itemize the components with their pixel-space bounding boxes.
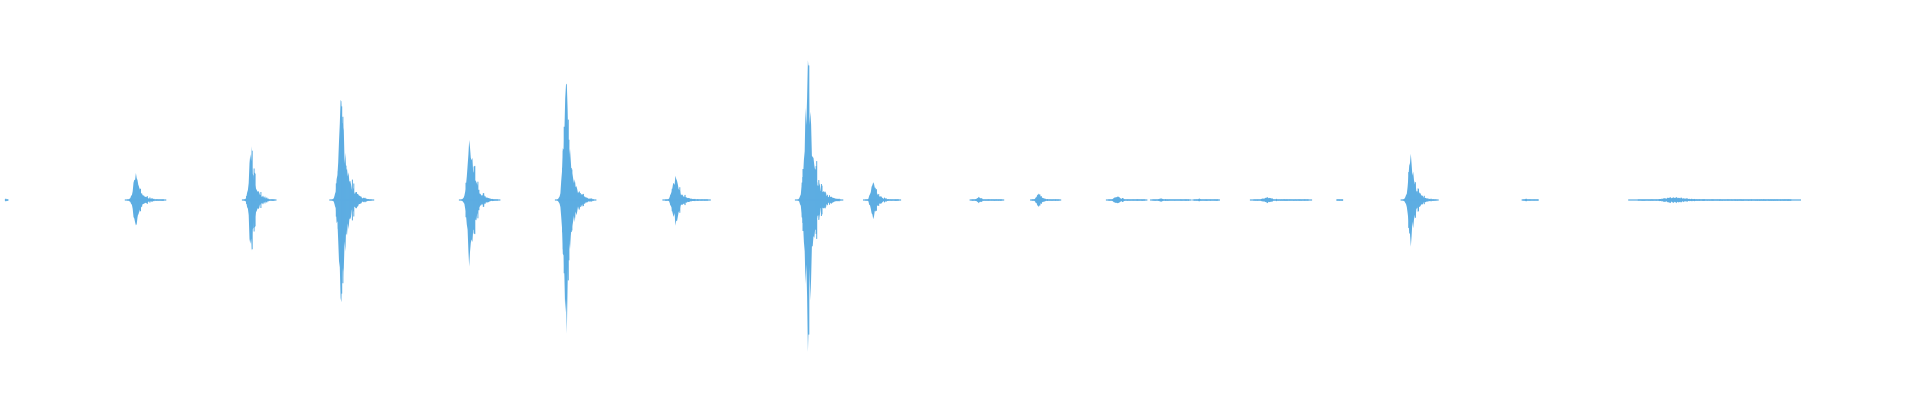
waveform-burst	[124, 173, 167, 226]
waveform-burst	[4, 198, 9, 202]
waveform-burst	[241, 146, 277, 251]
waveform-burst	[1030, 193, 1062, 207]
waveform-burst	[794, 60, 844, 352]
waveform-burst-envelope	[461, 140, 498, 267]
waveform-burst	[1400, 153, 1439, 247]
waveform-burst	[863, 182, 902, 220]
waveform-burst	[458, 140, 501, 267]
waveform-burst-envelope	[243, 146, 275, 251]
waveform-burst	[1628, 197, 1801, 204]
waveform-burst	[1249, 197, 1313, 204]
waveform-burst	[969, 196, 1005, 204]
waveform-burst	[662, 175, 711, 226]
waveform-burst	[1192, 198, 1220, 202]
waveform-burst	[1105, 196, 1148, 204]
waveform-burst	[329, 100, 375, 303]
waveform-burst	[1150, 198, 1192, 202]
waveform-burst	[1521, 198, 1539, 202]
waveform-bursts	[4, 60, 1801, 352]
waveform-burst-envelope	[127, 173, 164, 226]
waveform-burst	[554, 83, 597, 334]
waveform-burst	[1336, 199, 1344, 201]
